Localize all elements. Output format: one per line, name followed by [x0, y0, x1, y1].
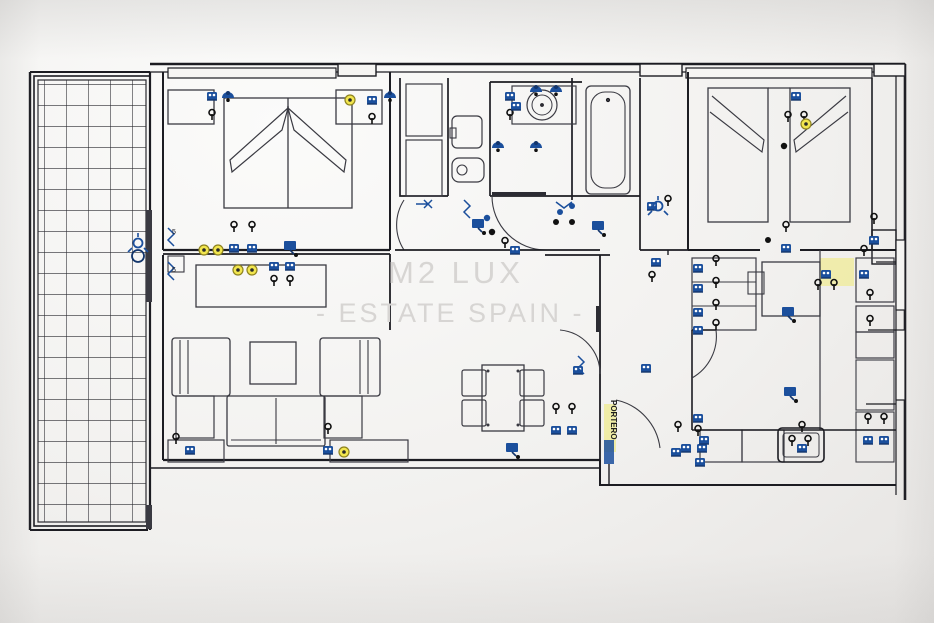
watermark-line-1: M2 LUX [388, 255, 524, 290]
entry-label: PORTERO [609, 400, 618, 440]
electrical-symbols-layer: 5 5 [127, 85, 890, 467]
room-living-room [163, 253, 409, 463]
svg-text:5: 5 [172, 267, 176, 274]
svg-text:5: 5 [172, 229, 176, 236]
room-bathroom [396, 78, 641, 251]
room-master-bedroom [163, 72, 391, 273]
room-hallway [395, 200, 688, 255]
room-bedroom-2 [687, 72, 897, 265]
room-terrace [28, 71, 152, 531]
room-kitchen [691, 239, 906, 463]
building-envelope [150, 62, 907, 500]
watermark-line-2: - ESTATE SPAIN - [316, 298, 585, 328]
room-dining-room [461, 254, 661, 486]
